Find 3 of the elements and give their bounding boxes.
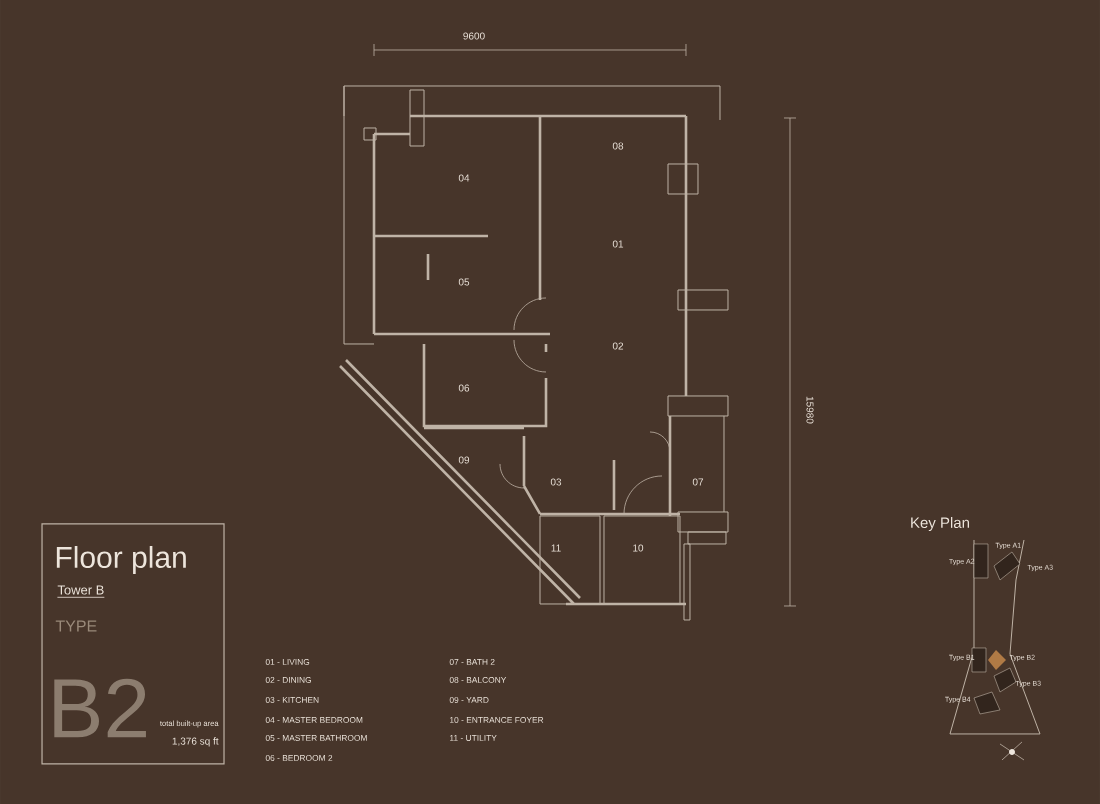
title: Floor plan	[56, 546, 186, 574]
type-code: B2	[54, 678, 146, 738]
type-heading: TYPE	[55, 620, 97, 632]
